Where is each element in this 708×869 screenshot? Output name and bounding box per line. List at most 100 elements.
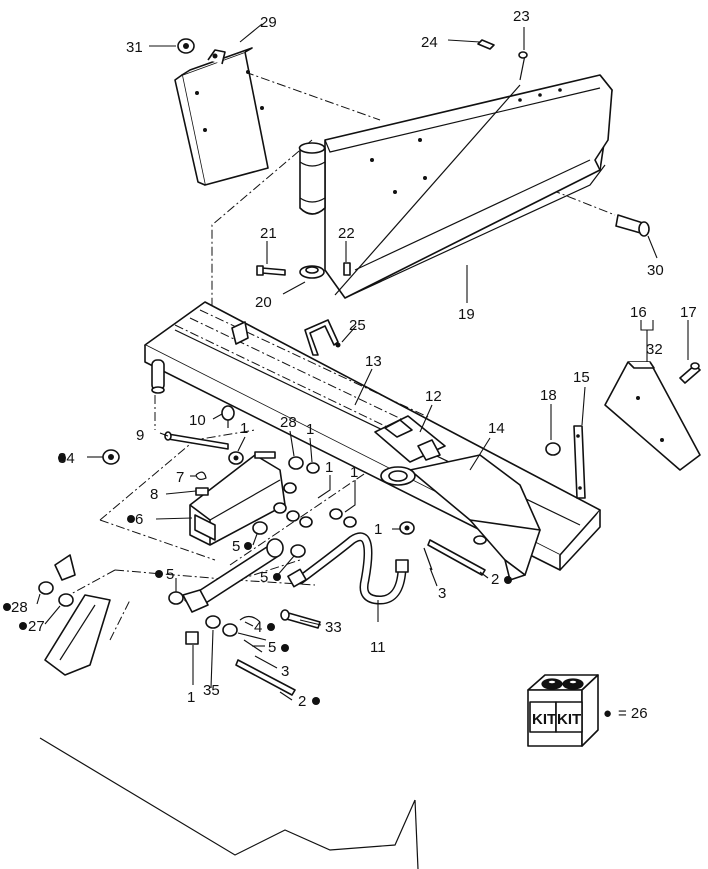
callout-13: 13 (365, 353, 382, 370)
pivot-tube (298, 142, 326, 215)
bushing-35 (205, 615, 221, 629)
callout-28b: 28 (11, 599, 28, 616)
callout-24: 24 (421, 34, 438, 51)
latch-bracket-6 (189, 451, 286, 546)
callout-1a: 1 (240, 420, 248, 437)
clip-24 (477, 39, 495, 50)
shield-16 (604, 361, 701, 471)
bushing-5a (252, 521, 268, 535)
callout-30: 30 (647, 262, 664, 279)
callout-4: 4 (254, 619, 262, 636)
bushing-5c (168, 591, 184, 605)
nut-18 (545, 442, 561, 456)
washer-1b (306, 462, 320, 474)
ring-pin-10 (221, 405, 235, 428)
left-latch (44, 554, 111, 676)
callouts: 31 29 24 23 21 22 20 19 30 25 16 17 32 1… (11, 8, 697, 710)
callout-2b: 2 (298, 693, 306, 710)
pin-23 (518, 51, 528, 81)
tongue-housing-19 (324, 74, 613, 299)
nut-28a (288, 456, 304, 470)
washer-27 (58, 593, 74, 607)
callout-5a: 5 (232, 538, 240, 555)
callout-35: 35 (203, 682, 220, 699)
callout-31: 31 (126, 39, 143, 56)
nut-22 (343, 262, 351, 276)
callout-27: 27 (28, 618, 45, 635)
pin-9 (164, 431, 229, 450)
toolbox-lid-29 (174, 47, 269, 186)
leader-lines (36, 23, 689, 701)
handle-25 (304, 319, 341, 356)
callout-6: 6 (135, 511, 143, 528)
callout-16: 16 (630, 304, 647, 321)
callout-1b: 1 (306, 421, 314, 438)
bolt-33 (280, 609, 321, 629)
callout-1d: 1 (325, 459, 333, 476)
clevis-pin-2a (427, 539, 486, 576)
spacers-cluster (273, 502, 357, 528)
callout-23: 23 (513, 8, 530, 25)
callout-21: 21 (260, 225, 277, 242)
callout-3a: 3 (438, 585, 446, 602)
frame-bottom (39, 737, 419, 869)
callout-14: 14 (488, 420, 505, 437)
callout-5b: 5 (260, 569, 268, 586)
legend-text: = 26 (618, 705, 648, 722)
washer-1a (228, 451, 244, 465)
callout-22: 22 (338, 225, 355, 242)
washer-20 (299, 265, 325, 279)
spring-7 (195, 471, 207, 481)
clevis-pin-2b (235, 659, 296, 696)
nut-31 (177, 38, 195, 54)
hose-11 (287, 532, 409, 605)
washer-1c (399, 521, 415, 535)
callout-9: 9 (136, 427, 144, 444)
nut-34 (102, 449, 120, 465)
callout-8: 8 (150, 486, 158, 503)
legend-marker: ● (603, 705, 612, 722)
cylinder-rod (182, 538, 284, 613)
spring-4 (239, 615, 261, 623)
hitch-12 (374, 415, 446, 463)
bolt-21 (256, 265, 286, 276)
callout-1c: 1 (374, 521, 382, 538)
bushing-5d (222, 623, 238, 637)
callout-12: 12 (425, 388, 442, 405)
callout-25: 25 (349, 317, 366, 334)
callout-10: 10 (189, 412, 206, 429)
callout-7: 7 (176, 469, 184, 486)
callout-1e: 1 (350, 464, 358, 481)
kit-bullets (3, 454, 512, 705)
callout-17: 17 (680, 304, 697, 321)
kit-label-right: KIT (557, 711, 581, 728)
nut-1e (185, 631, 199, 645)
callout-18: 18 (540, 387, 557, 404)
nut-28b (38, 581, 54, 595)
kit-legend: ● = 26 (603, 705, 648, 722)
bolt-17 (679, 362, 701, 384)
callout-20: 20 (255, 294, 272, 311)
callout-29: 29 (260, 14, 277, 31)
callout-32: 32 (646, 341, 663, 358)
callout-5d: 5 (268, 639, 276, 656)
cotter-pin-3a (423, 547, 433, 571)
callout-33: 33 (325, 619, 342, 636)
washer-1d (283, 482, 297, 494)
callout-15: 15 (573, 369, 590, 386)
callout-3b: 3 (281, 663, 289, 680)
kit-label-left: KIT (532, 711, 556, 728)
callout-2a: 2 (491, 571, 499, 588)
callout-5c: 5 (166, 566, 174, 583)
bushing-5b (290, 544, 306, 558)
bracket-15 (573, 425, 586, 499)
kit-box: KIT KIT (527, 674, 599, 747)
callout-11: 11 (370, 639, 386, 656)
callout-1-lower: 1 (187, 689, 195, 706)
bolt-8 (195, 487, 209, 496)
bolt-30 (615, 214, 650, 237)
callout-19: 19 (458, 306, 475, 323)
callout-28a: 28 (280, 414, 297, 431)
